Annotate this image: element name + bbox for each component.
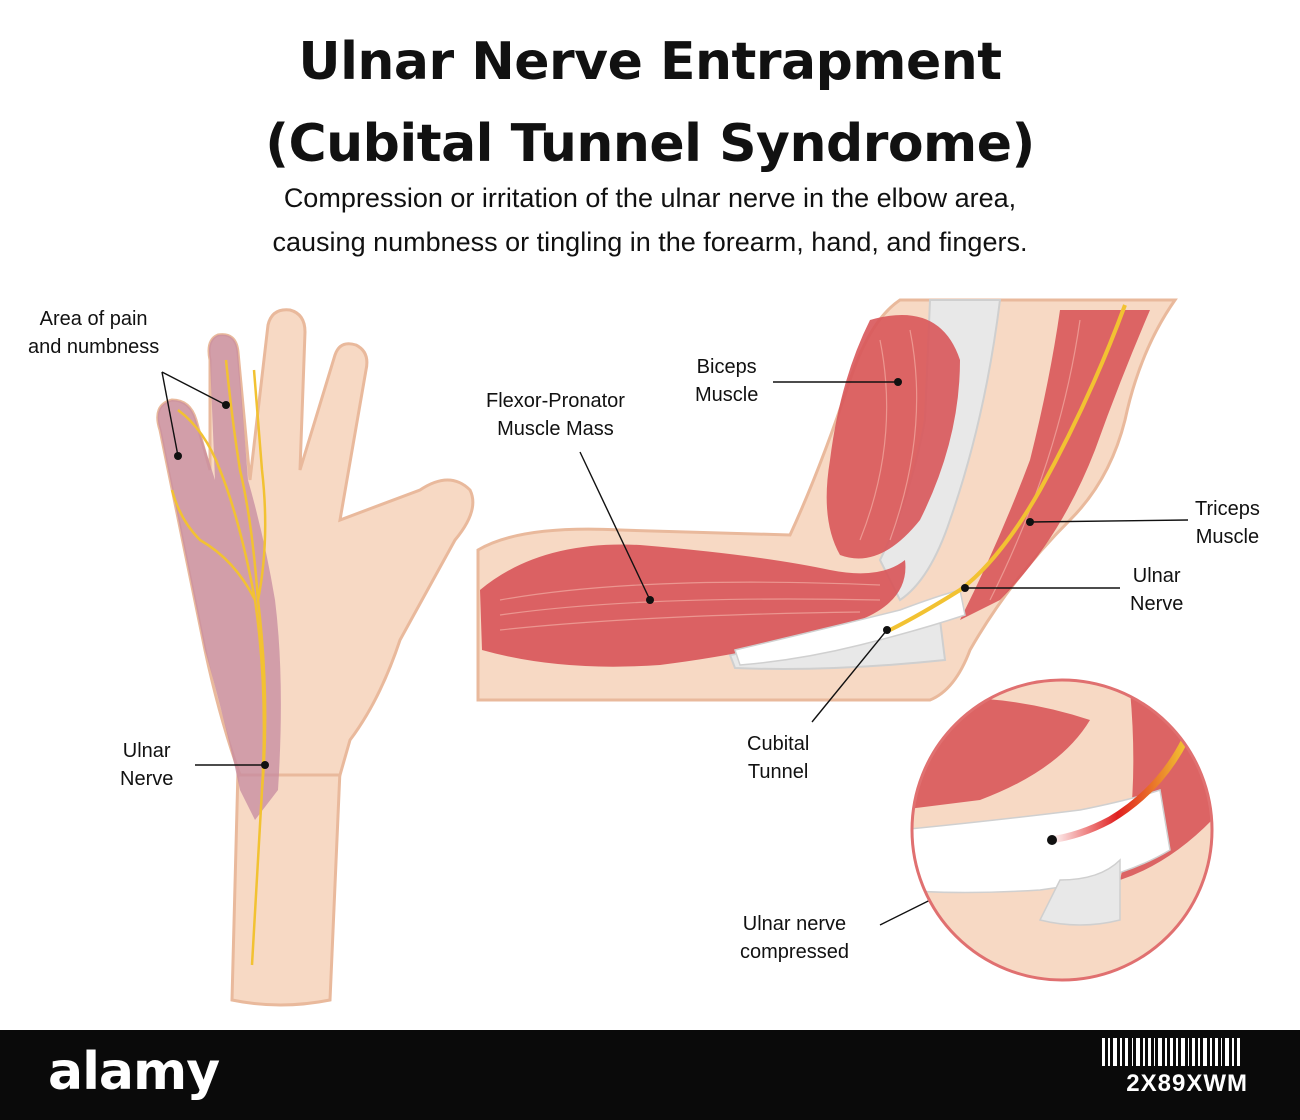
biceps-dot — [894, 378, 902, 386]
title-line-1: Ulnar Nerve Entrapment — [298, 32, 1002, 92]
hand-illustration — [156, 308, 475, 1007]
arm-illustration — [476, 298, 1189, 926]
subtitle-line-2: causing numbness or tingling in the fore… — [272, 227, 1028, 257]
barcode-icon — [1102, 1038, 1240, 1066]
triceps-dot — [1026, 518, 1034, 526]
tunnel-dot — [883, 626, 891, 634]
hand-nerve-lines — [170, 359, 267, 966]
zoom-detail — [910, 678, 1214, 982]
hand-nerve-dot — [261, 761, 269, 769]
subtitle-line-1: Compression or irritation of the ulnar n… — [283, 183, 1017, 213]
arm-ulnar-nerve — [889, 304, 1127, 632]
hand-leader-lines — [161, 371, 265, 766]
tendon-sheath — [734, 589, 966, 666]
image-id: 2X89XWM — [1126, 1070, 1248, 1097]
arm-leader-lines — [579, 381, 1189, 926]
brand-logo: alamy — [48, 1042, 220, 1102]
arm-nerve-dot — [961, 584, 969, 592]
numbness-area — [157, 334, 281, 820]
pain-dot-2 — [222, 401, 230, 409]
anatomy-illustration — [156, 298, 1214, 1007]
flexor-dot — [646, 596, 654, 604]
watermark-bar: alamy 2X89XWM — [0, 1030, 1300, 1120]
biceps-muscle-shape — [826, 315, 960, 559]
pain-dot-1 — [174, 452, 182, 460]
muscle-fibers — [499, 319, 1081, 631]
title-line-2: (Cubital Tunnel Syndrome) — [265, 114, 1035, 174]
